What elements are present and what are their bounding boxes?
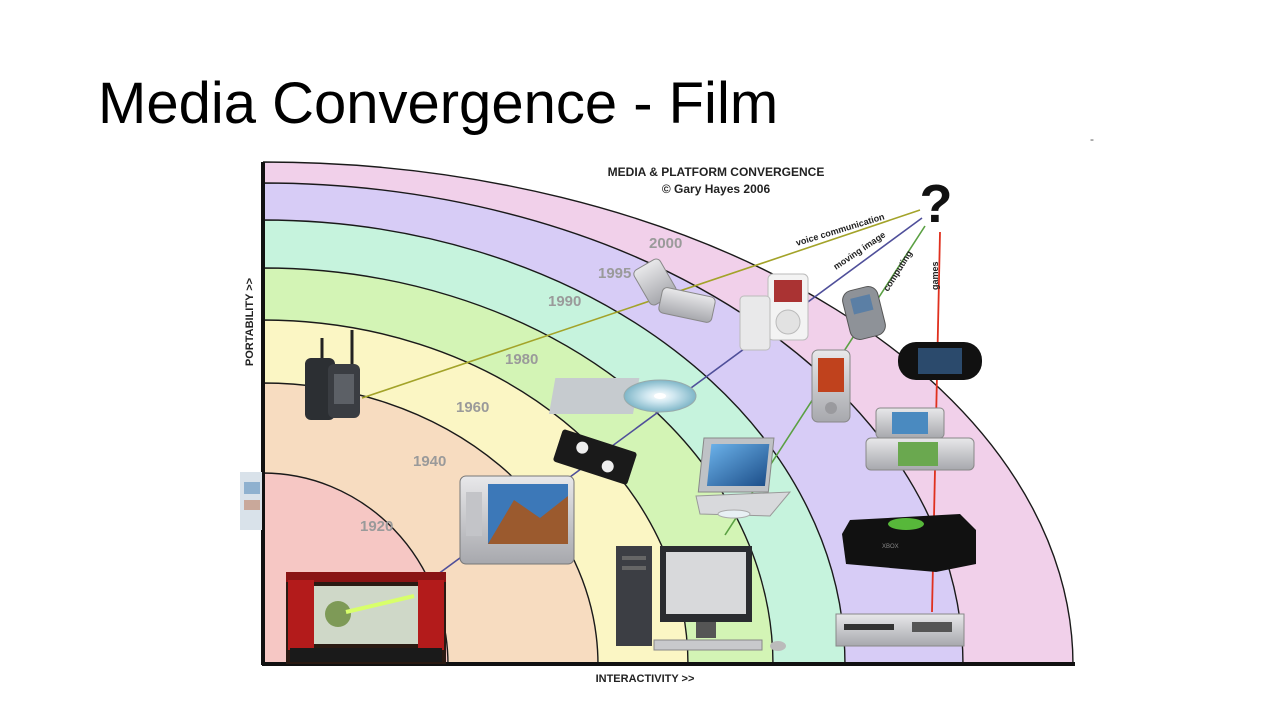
vhs-tape-icon — [553, 429, 637, 485]
television-icon — [459, 475, 575, 565]
pda-icon — [811, 349, 851, 423]
diagram-title: MEDIA & PLATFORM CONVERGENCE — [608, 165, 825, 179]
era-label-1960: 1960 — [456, 399, 489, 416]
trend-line-voice — [361, 209, 921, 399]
flip-phone-icon — [633, 258, 716, 323]
slide-title: Media Convergence - Film — [98, 71, 779, 136]
era-label-2000: 2000 — [649, 235, 682, 252]
trend-label-computing: computing — [881, 249, 914, 293]
dvd-player-icon — [835, 613, 965, 647]
handheld-console-icon — [898, 342, 982, 380]
ipod-icon — [739, 273, 809, 351]
era-label-1980: 1980 — [505, 351, 538, 368]
x-axis-label: INTERACTIVITY >> — [596, 673, 695, 685]
y-axis-label: PORTABILITY >> — [244, 278, 256, 366]
desktop-computer-icon — [616, 546, 786, 651]
cd-disc-icon — [549, 378, 697, 414]
console-brand-label: XBOX — [882, 544, 899, 550]
cordless-phone-icon — [305, 330, 360, 420]
era-label-1995: 1995 — [598, 265, 631, 282]
game-console-icon: XBOX — [842, 514, 976, 572]
trend-label-games: games — [930, 261, 940, 290]
era-label-1940: 1940 — [413, 453, 446, 470]
era-label-1990: 1990 — [548, 293, 581, 310]
smartphone-icon — [842, 286, 886, 340]
question-mark: ? — [920, 174, 953, 234]
cropped-thumbnail-icon — [240, 472, 262, 530]
era-label-1920: 1920 — [360, 518, 393, 535]
laptop-icon — [695, 437, 792, 519]
dual-screen-console-icon — [865, 407, 975, 471]
cinema-screen-icon — [286, 572, 446, 664]
stray-mark: - — [1090, 132, 1094, 146]
diagram-credit: © Gary Hayes 2006 — [662, 182, 771, 196]
